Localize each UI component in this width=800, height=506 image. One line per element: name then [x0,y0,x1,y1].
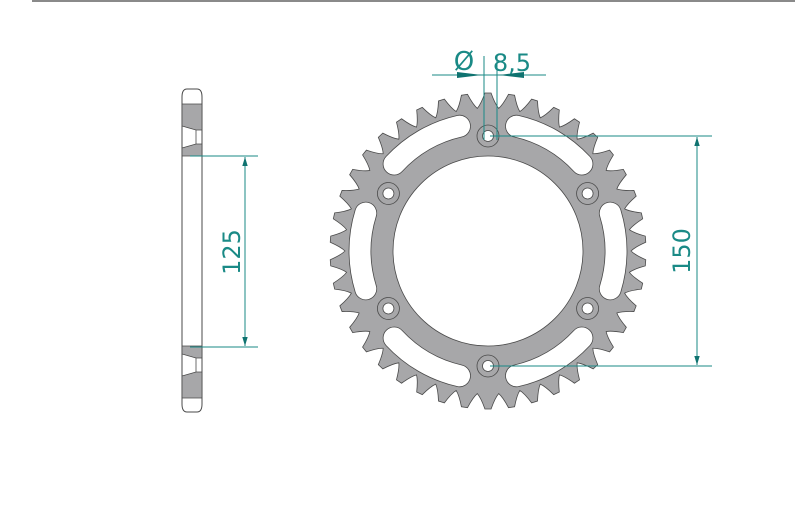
bolt-hole [581,302,594,315]
bolt-hole [581,187,594,200]
bolt-hole-diameter-label: 8,5 [493,49,531,77]
bolt-hole [382,302,395,315]
sprocket-front-view [329,92,647,410]
dimension-label-150: 150 [668,228,696,274]
bolt-holes [377,124,599,378]
side-view: 125 [181,88,258,413]
bolt-circle-dimension: 150 [490,135,712,367]
diameter-symbol: Ø [454,47,474,77]
side-view-upper-hub [181,143,203,157]
side-view-upper-tooth [181,103,203,131]
side-view-lower-hub [181,345,203,359]
sprocket-body [329,92,647,410]
side-view-lower-tooth [181,371,203,399]
dimension-label-125: 125 [218,229,246,275]
top-border-rule [32,0,795,2]
side-view-outline [181,88,203,413]
bolt-hole [382,187,395,200]
bolt-hole-dimension: Ø 8,5 [432,47,546,140]
